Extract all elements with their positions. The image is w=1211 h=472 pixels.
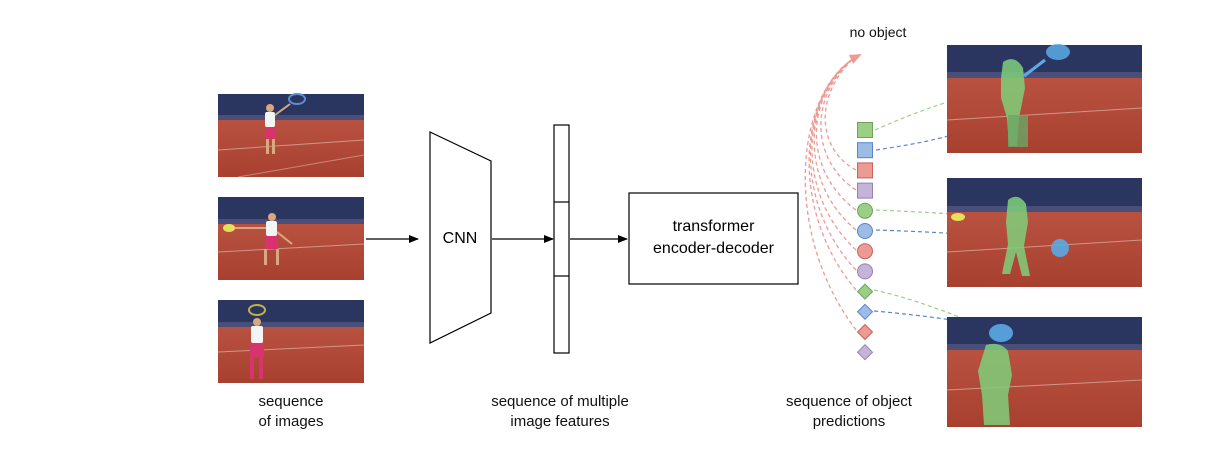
input-image-1 xyxy=(217,93,365,178)
output-image-1 xyxy=(946,44,1143,153)
transformer-label-line2: encoder-decoder xyxy=(653,240,774,257)
feature-column xyxy=(553,124,570,354)
transformer-box xyxy=(628,192,799,285)
predictions-caption-line2: predictions xyxy=(812,413,886,430)
features-caption-line1: sequence of multiple xyxy=(491,393,629,410)
output-image-2 xyxy=(946,178,1143,287)
prediction-token-square-green xyxy=(857,122,873,138)
images-caption-line1: sequence xyxy=(258,393,324,410)
prediction-token-diamond-purple xyxy=(856,343,874,361)
prediction-token-circle-red xyxy=(857,243,873,260)
transformer-label-line1: transformer xyxy=(672,218,755,235)
no-object-label: no object xyxy=(849,24,907,40)
no-object-arrows xyxy=(804,54,862,331)
input-image-3 xyxy=(217,300,365,383)
output-image-3 xyxy=(946,317,1143,427)
input-image-2 xyxy=(217,197,365,280)
prediction-token-diamond-green xyxy=(856,283,874,300)
cnn-block xyxy=(429,131,492,344)
prediction-token-square-purple xyxy=(857,182,873,199)
predictions-caption-line1: sequence of object xyxy=(786,393,912,410)
features-caption-line2: image features xyxy=(510,413,610,430)
cnn-label: CNN xyxy=(442,230,478,247)
prediction-token-diamond-red xyxy=(856,323,874,341)
prediction-token-circle-green xyxy=(857,202,873,219)
images-caption-line2: of images xyxy=(258,413,324,430)
prediction-token-circle-blue xyxy=(857,223,873,239)
prediction-token-diamond-blue xyxy=(856,303,874,321)
prediction-token-circle-purple xyxy=(857,263,873,280)
prediction-token-square-red xyxy=(857,162,873,179)
prediction-tokens xyxy=(856,122,874,361)
prediction-token-square-blue xyxy=(857,142,873,159)
